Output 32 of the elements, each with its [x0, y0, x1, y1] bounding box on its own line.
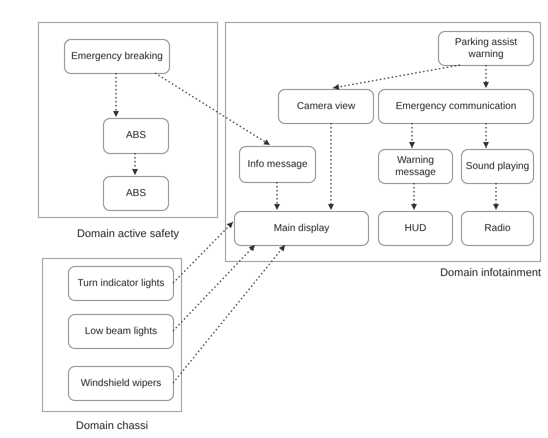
process-box: Info message	[239, 146, 316, 183]
process-box: Turn indicator lights	[68, 266, 174, 301]
process-box: Main display	[234, 211, 369, 246]
arrow	[328, 123, 334, 210]
process-box: Emergency communication	[378, 89, 534, 124]
process-box: HUD	[378, 211, 453, 246]
process-box: Sound playing	[461, 149, 534, 184]
arrow	[332, 64, 460, 90]
process-box: Windshield wipers	[68, 366, 174, 401]
arrow	[154, 72, 270, 146]
arrow	[483, 123, 489, 148]
process-box: Radio	[461, 211, 534, 246]
process-box: ABS	[103, 118, 169, 154]
arrow	[172, 222, 234, 284]
arrow	[132, 153, 138, 175]
arrow	[483, 65, 489, 88]
arrow	[409, 123, 415, 148]
group-title: Domain infotainment	[440, 267, 541, 279]
process-box: Camera view	[278, 89, 374, 124]
process-box: Emergency breaking	[64, 39, 170, 74]
arrow	[172, 244, 286, 384]
arrow	[172, 244, 256, 332]
process-box: Parking assist warning	[438, 31, 534, 66]
group-title: Domain chassi	[76, 420, 148, 432]
arrow	[411, 183, 417, 210]
process-box: Low beam lights	[68, 314, 174, 349]
arrow	[113, 73, 119, 117]
process-box: ABS	[103, 176, 169, 211]
process-box: Warning message	[378, 149, 453, 184]
arrow	[493, 183, 499, 210]
arrow	[274, 182, 280, 210]
group-title: Domain active safety	[76, 228, 180, 240]
